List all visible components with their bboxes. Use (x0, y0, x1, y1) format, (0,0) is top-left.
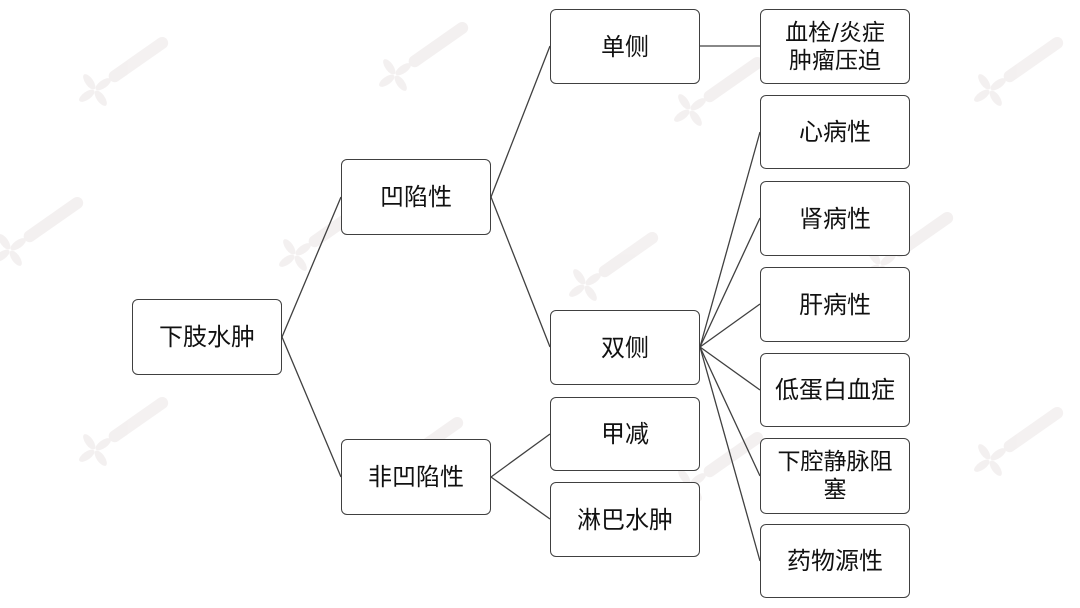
edge-pitting-bilateral (490, 196, 551, 348)
node-hypoalbuminemia: 低蛋白血症 (760, 353, 910, 427)
node-ivc-obstruction: 下腔静脉阻 塞 (760, 438, 910, 514)
node-hypothyroidism: 甲减 (550, 397, 700, 471)
edge-nonpitting-lymphedema (490, 476, 551, 520)
edge-bilateral-drug (699, 346, 761, 562)
node-pitting: 凹陷性 (341, 159, 491, 235)
edge-nonpitting-hypothyroid (490, 433, 551, 478)
edge-pitting-unilateral (490, 45, 551, 198)
watermark-logo (974, 406, 1064, 476)
node-bilateral: 双侧 (550, 310, 700, 385)
node-root-lower-limb-edema: 下肢水肿 (132, 299, 282, 375)
node-cardiac: 心病性 (760, 95, 910, 169)
watermark-logo (379, 21, 469, 91)
node-non-pitting: 非凹陷性 (341, 439, 491, 515)
node-renal: 肾病性 (760, 181, 910, 256)
node-lymphedema: 淋巴水肿 (550, 482, 700, 557)
node-drug-induced: 药物源性 (760, 524, 910, 598)
watermark-logo (974, 36, 1064, 106)
watermark-logo (674, 56, 764, 126)
watermark-logo (0, 196, 84, 266)
edge-bilateral-ivc (699, 346, 761, 477)
edge-bilateral-hepatic (699, 303, 761, 348)
edge-root-pitting (281, 196, 342, 338)
edge-bilateral-hypoalb (699, 346, 761, 391)
edge-bilateral-renal (699, 217, 761, 348)
edge-root-nonpitting (281, 336, 342, 478)
watermark-logo (569, 231, 659, 301)
edge-bilateral-cardiac (699, 131, 761, 348)
node-hepatic: 肝病性 (760, 267, 910, 342)
node-thrombosis-inflammation-tumor: 血栓/炎症 肿瘤压迫 (760, 9, 910, 84)
node-unilateral: 单侧 (550, 9, 700, 84)
watermark-logo (79, 396, 169, 466)
watermark-logo (79, 36, 169, 106)
